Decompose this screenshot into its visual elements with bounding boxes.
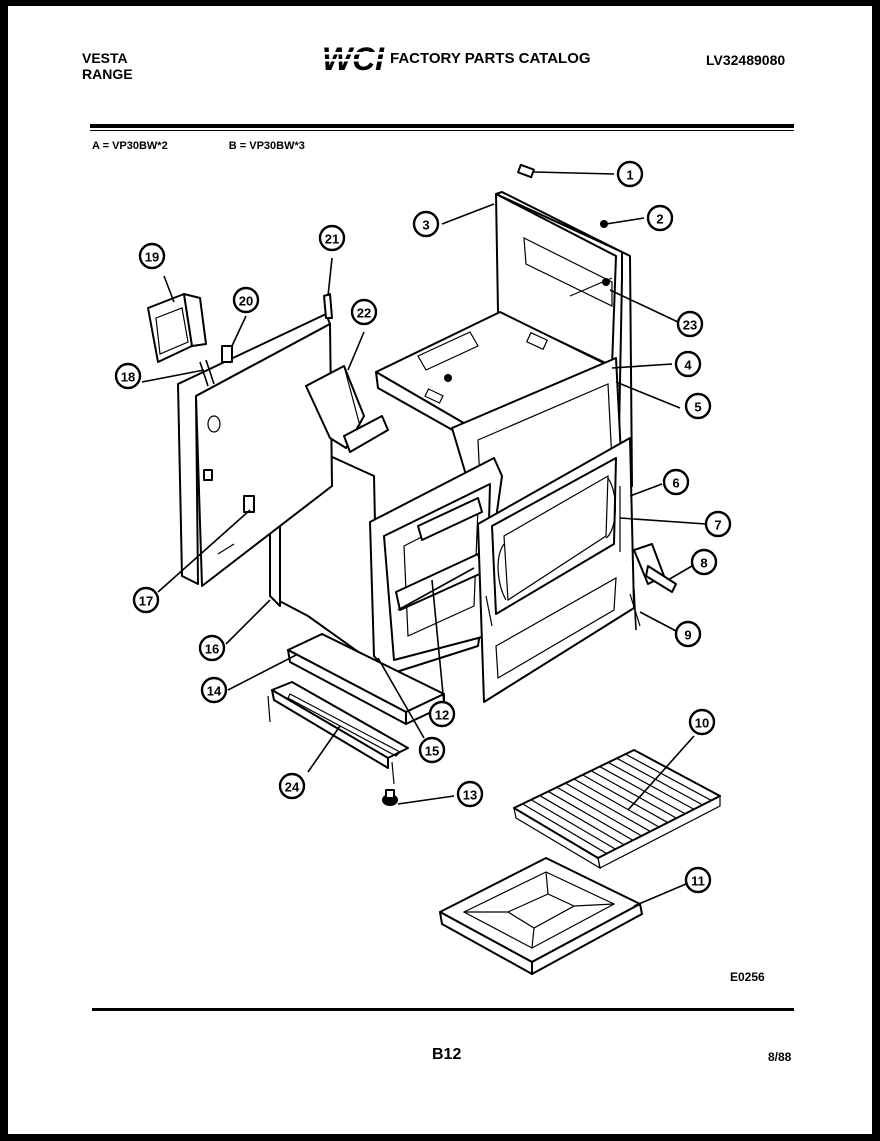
svg-text:24: 24 [285, 780, 300, 795]
part-grommet [199, 359, 215, 387]
part-door-hinge [633, 543, 677, 593]
callout-19: 19 [138, 242, 166, 270]
svg-text:23: 23 [683, 318, 697, 333]
print-date: 8/88 [768, 1050, 792, 1064]
part-oven-rack [513, 749, 721, 870]
callout-8: 8 [690, 548, 718, 576]
part-oven-door [477, 437, 635, 703]
page-number: B12 [432, 1046, 462, 1063]
svg-text:3: 3 [422, 218, 429, 233]
part-terminal-block [221, 345, 233, 363]
svg-text:17: 17 [139, 594, 153, 609]
svg-text:19: 19 [145, 250, 159, 265]
part-orifice [382, 789, 398, 806]
callout-22: 22 [350, 298, 378, 326]
callout-11: 11 [684, 866, 712, 894]
svg-text:9: 9 [684, 628, 691, 643]
callout-9: 9 [674, 620, 702, 648]
callout-14: 14 [200, 676, 228, 704]
part-vent-duct [305, 365, 389, 453]
brand-block: VESTA RANGE [82, 50, 133, 82]
svg-text:4: 4 [684, 358, 692, 373]
header-rule [90, 124, 794, 128]
svg-text:21: 21 [325, 232, 339, 247]
wci-logo: WCI [320, 42, 386, 76]
leader-lines [141, 171, 707, 907]
part-door-spring [629, 589, 641, 631]
svg-text:10: 10 [695, 716, 709, 731]
svg-text:2: 2 [656, 212, 663, 227]
callout-21: 21 [318, 224, 346, 252]
svg-text:16: 16 [205, 642, 219, 657]
catalog-title: FACTORY PARTS CATALOG [390, 50, 591, 67]
brand-name: VESTA [82, 50, 128, 66]
variant-b: B = VP30BW*3 [228, 140, 305, 152]
header-rule-thin [90, 130, 794, 131]
callout-24: 24 [278, 772, 306, 800]
svg-text:12: 12 [435, 708, 449, 723]
drawing-code: E0256 [730, 970, 765, 984]
svg-text:18: 18 [121, 370, 135, 385]
callout-10: 10 [688, 708, 716, 736]
svg-text:1: 1 [626, 168, 633, 183]
svg-text:14: 14 [207, 684, 222, 699]
callout-7: 7 [704, 510, 732, 538]
catalog-page: VESTA RANGE WCI FACTORY PARTS CATALOG LV… [8, 6, 872, 1134]
callout-20: 20 [232, 286, 260, 314]
callout-12: 12 [428, 700, 456, 728]
footer-rule [92, 1008, 794, 1011]
part-oven-bottom [287, 633, 445, 725]
callout-5: 5 [684, 392, 712, 420]
svg-text:22: 22 [357, 306, 371, 321]
svg-text:20: 20 [239, 294, 253, 309]
callout-6: 6 [662, 468, 690, 496]
callout-17: 17 [132, 586, 160, 614]
svg-text:13: 13 [463, 788, 477, 803]
svg-text:8: 8 [700, 556, 707, 571]
svg-text:15: 15 [425, 744, 439, 759]
callout-2: 2 [646, 204, 674, 232]
callout-4: 4 [674, 350, 702, 378]
callout-23: 23 [676, 310, 704, 338]
svg-text:7: 7 [714, 518, 721, 533]
callout-3: 3 [412, 210, 440, 238]
part-junction-box [147, 293, 207, 363]
part-oven-front-frame [369, 457, 503, 675]
part-left-side [177, 293, 333, 587]
svg-text:6: 6 [672, 476, 679, 491]
variant-a: A = VP30BW*2 [92, 140, 168, 152]
callout-15: 15 [418, 736, 446, 764]
callout-13: 13 [456, 780, 484, 808]
svg-text:11: 11 [691, 874, 705, 889]
svg-text:5: 5 [694, 400, 701, 415]
callout-16: 16 [198, 634, 226, 662]
part-bake-burner [267, 681, 409, 785]
part-small-fasteners [517, 163, 610, 286]
product-type: RANGE [82, 66, 133, 82]
part-broiler-pan [439, 857, 643, 975]
callout-1: 1 [616, 160, 644, 188]
variant-legend: A = VP30BW*2 B = VP30BW*3 [92, 140, 363, 152]
model-number: LV32489080 [706, 52, 786, 68]
callout-18: 18 [114, 362, 142, 390]
